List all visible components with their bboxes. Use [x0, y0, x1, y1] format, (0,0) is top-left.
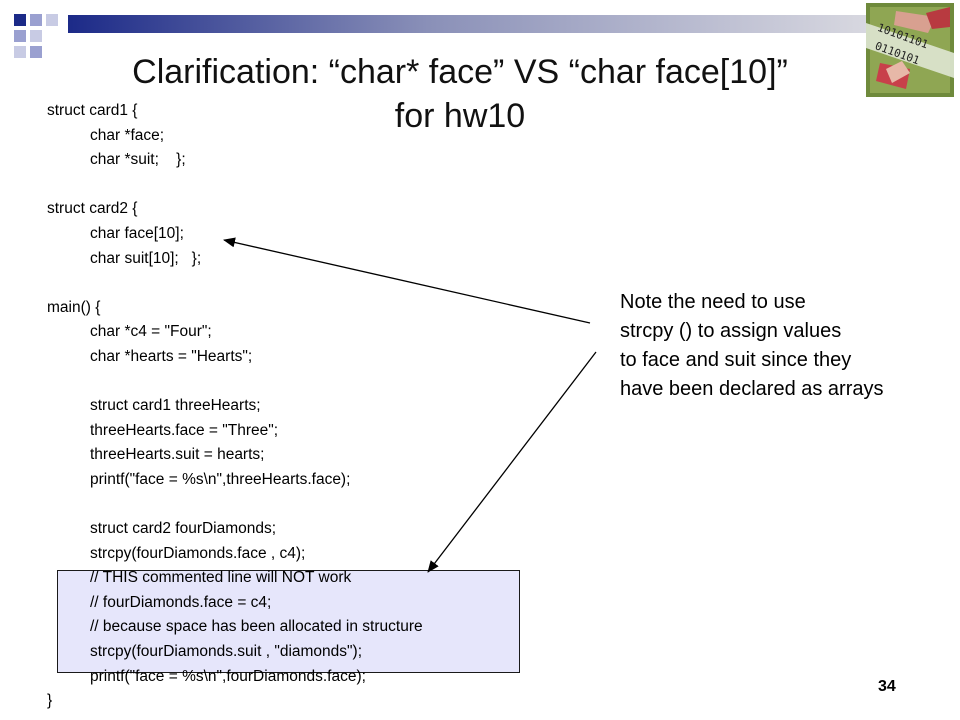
title-gradient-bar	[68, 15, 868, 33]
note-line: to face and suit since they	[620, 349, 852, 371]
code-line: struct card2 {	[47, 200, 138, 218]
code-line: // THIS commented line will NOT work	[90, 569, 352, 587]
code-highlight-box	[57, 570, 520, 673]
code-line: struct card1 threeHearts;	[90, 397, 261, 415]
note-line: have been declared as arrays	[620, 378, 884, 400]
code-line: char suit[10]; };	[90, 249, 202, 267]
title-line-2: for hw10	[394, 97, 526, 135]
title-line-1: Clarification: “char* face” VS “char fac…	[132, 53, 788, 91]
corner-square-6	[14, 46, 26, 58]
corner-square-2	[30, 14, 42, 26]
code-line: char *c4 = "Four";	[90, 323, 212, 341]
note-line: Note the need to use	[620, 291, 806, 313]
code-line: // fourDiamonds.face = c4;	[90, 593, 272, 611]
code-line: strcpy(fourDiamonds.suit , "diamonds");	[90, 643, 363, 661]
code-line: struct card1 {	[47, 102, 138, 119]
arrow-to-strcpy-suit	[427, 351, 597, 573]
corner-square-3	[46, 14, 58, 26]
code-line: main() {	[47, 298, 101, 316]
code-line: printf("face = %s\n",fourDiamonds.face);	[90, 667, 366, 685]
corner-square-4	[14, 30, 26, 42]
code-line: struct card2 fourDiamonds;	[90, 520, 277, 538]
code-line: char face[10];	[90, 224, 184, 242]
note-line: strcpy () to assign values	[620, 320, 842, 342]
code-line: char *suit; };	[90, 151, 186, 169]
code-line: threeHearts.suit = hearts;	[90, 446, 265, 464]
code-block: struct card1 { char *face; char *suit; }; s…	[47, 99, 567, 714]
corner-square-5	[30, 30, 42, 42]
code-line: char *hearts = "Hearts";	[90, 347, 253, 365]
page-number: 34	[878, 678, 896, 695]
code-line: printf("face = %s\n",threeHearts.face);	[90, 470, 351, 488]
code-line: strcpy(fourDiamonds.face , c4);	[90, 544, 306, 562]
code-line: threeHearts.face = "Three";	[90, 421, 279, 439]
corner-square-1	[14, 14, 26, 26]
code-line: // because space has been allocated in s…	[90, 618, 423, 636]
arrow-to-face-array	[223, 237, 591, 324]
code-line: char *face;	[90, 126, 165, 144]
slide-title: Clarification: “char* face” VS “char fac…	[60, 50, 860, 138]
corner-square-7	[30, 46, 42, 58]
note-text: Note the need to use strcpy () to assign …	[620, 288, 950, 404]
binary-hands-clipart-icon: 10101101 0110101	[866, 3, 954, 97]
code-line: }	[47, 692, 53, 710]
